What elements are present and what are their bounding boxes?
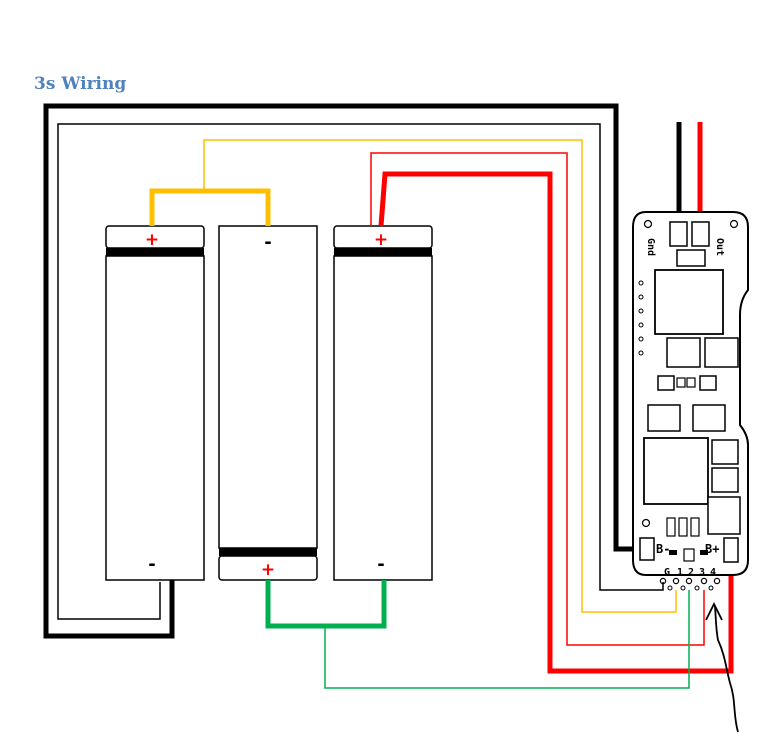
cell3-top-terminal-label: + [374,230,388,250]
balance-wire-green [324,590,690,689]
bms-b-minus-label: B- [656,542,670,556]
cell2-bottom-terminal-label: + [261,560,275,580]
bms-balance-g-label: G [664,567,670,578]
balance-wire-yellow [203,139,677,613]
main-negative-wire [43,103,640,639]
main-positive-wire [378,171,734,674]
balance-wire-red [370,152,705,646]
bms-board [632,211,749,591]
bms-balance-4-label: 4 [710,567,716,578]
bms-gnd-label: Gnd [645,238,656,256]
battery-cell-1 [105,225,205,581]
cell2-top-terminal-label: - [264,232,271,253]
cell1-top-terminal-label: + [145,230,159,250]
pointer-arrow [705,601,739,733]
cell3-bottom-terminal-label: - [377,554,384,575]
balance-wire-gnd [57,123,664,620]
bms-balance-3-label: 3 [699,567,705,578]
series-link-wire-green [265,580,387,629]
battery-cell-3 [333,225,433,581]
bms-b-plus-label: B+ [705,542,719,556]
battery-cell-2 [218,225,318,581]
bms-out-label: Out [714,238,725,256]
cell1-bottom-terminal-label: - [148,554,155,575]
diagram-title: 3s Wiring [34,74,127,94]
series-link-wire-yellow [149,188,271,226]
bms-balance-2-label: 2 [688,567,694,578]
bms-balance-1-label: 1 [677,567,683,578]
